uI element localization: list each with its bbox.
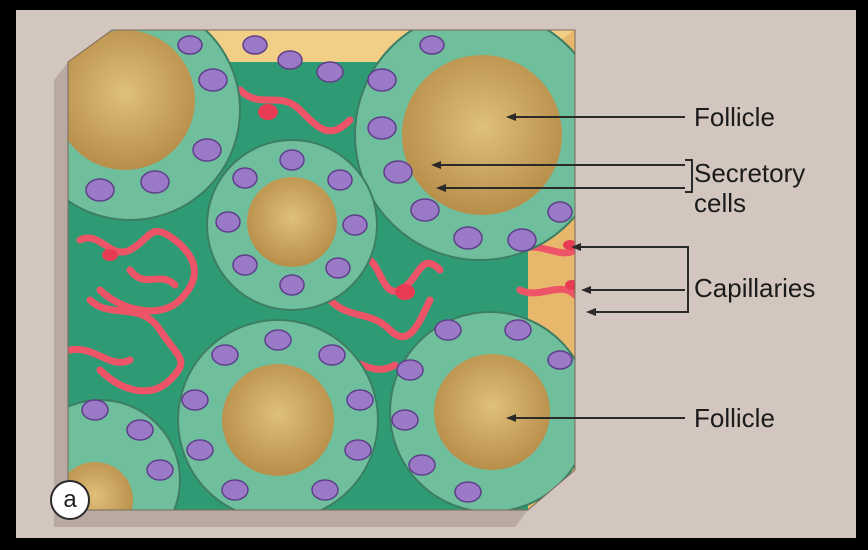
label-capillaries-text: Capillaries [694, 273, 815, 303]
label-secretory-line2: cells [694, 188, 805, 218]
panel-letter-badge: a [50, 480, 90, 520]
label-follicle-bottom: Follicle [694, 403, 775, 433]
label-secretory-cells: Secretory cells [694, 158, 805, 218]
follicle-bottom-right [390, 312, 590, 512]
label-follicle-bottom-text: Follicle [694, 403, 775, 433]
label-follicle-top-text: Follicle [694, 102, 775, 132]
panel-letter: a [63, 486, 76, 514]
follicle-top-left [20, 0, 240, 220]
label-follicle-top: Follicle [694, 102, 775, 132]
label-capillaries: Capillaries [694, 273, 815, 303]
label-secretory-line1: Secretory [694, 158, 805, 188]
